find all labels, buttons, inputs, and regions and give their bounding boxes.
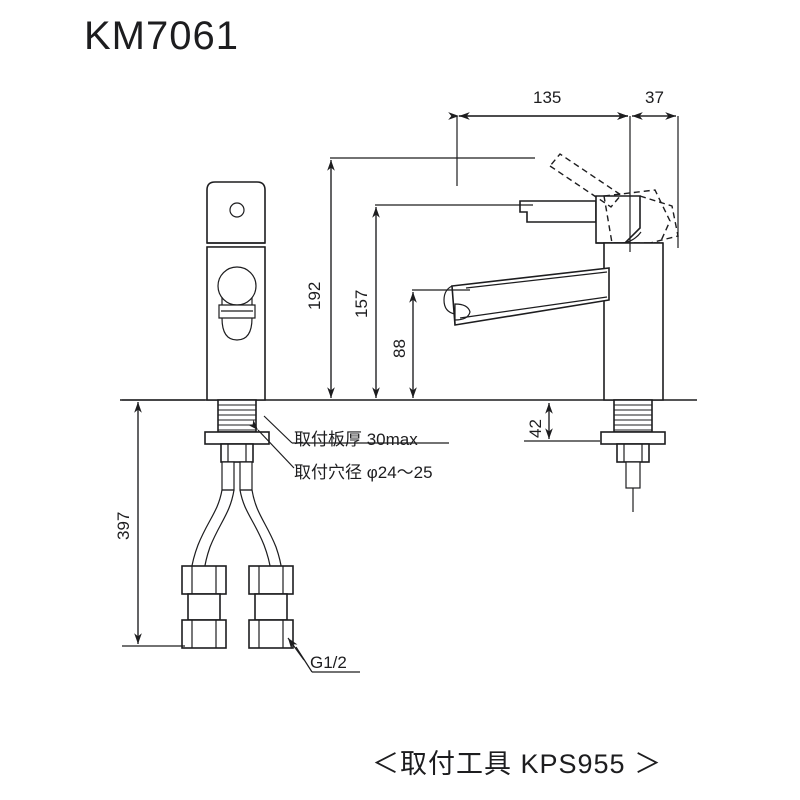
note-plate-thickness: 取付板厚 30max (294, 430, 418, 449)
note-thread-spec: G1/2 (310, 653, 347, 672)
side-view-mounting-hardware (600, 399, 666, 512)
leader-thread-spec (287, 637, 360, 673)
dimension-397-group (122, 399, 205, 647)
front-view-faucet (206, 181, 266, 401)
dimension-label-135: 135 (533, 88, 562, 107)
dimension-label-157: 157 (352, 289, 371, 318)
page-title: KM7061 (84, 14, 239, 58)
footer-tool-note: ＜取付工具 KPS955 ＞ (372, 749, 663, 779)
dimension-label-397: 397 (114, 511, 133, 540)
dimension-label-192: 192 (305, 281, 324, 310)
hose-fitting-right (248, 565, 294, 649)
dimension-label-88: 88 (390, 339, 409, 358)
side-view-faucet (443, 153, 679, 401)
dimension-label-37: 37 (645, 88, 664, 107)
note-hole-diameter: 取付穴径 φ24〜25 (294, 463, 433, 482)
front-view-mounting-hardware (181, 399, 294, 649)
hose-fitting-left (181, 565, 227, 649)
dimension-192-group (327, 157, 535, 398)
dimension-42-group (524, 403, 600, 442)
dimension-label-42: 42 (526, 419, 545, 438)
leader-hole-diameter (247, 419, 295, 469)
dimension-88-group (409, 289, 470, 398)
dimension-horizontal-group (448, 112, 679, 252)
leader-plate-thickness (263, 415, 449, 444)
dimension-157-group (372, 204, 533, 398)
